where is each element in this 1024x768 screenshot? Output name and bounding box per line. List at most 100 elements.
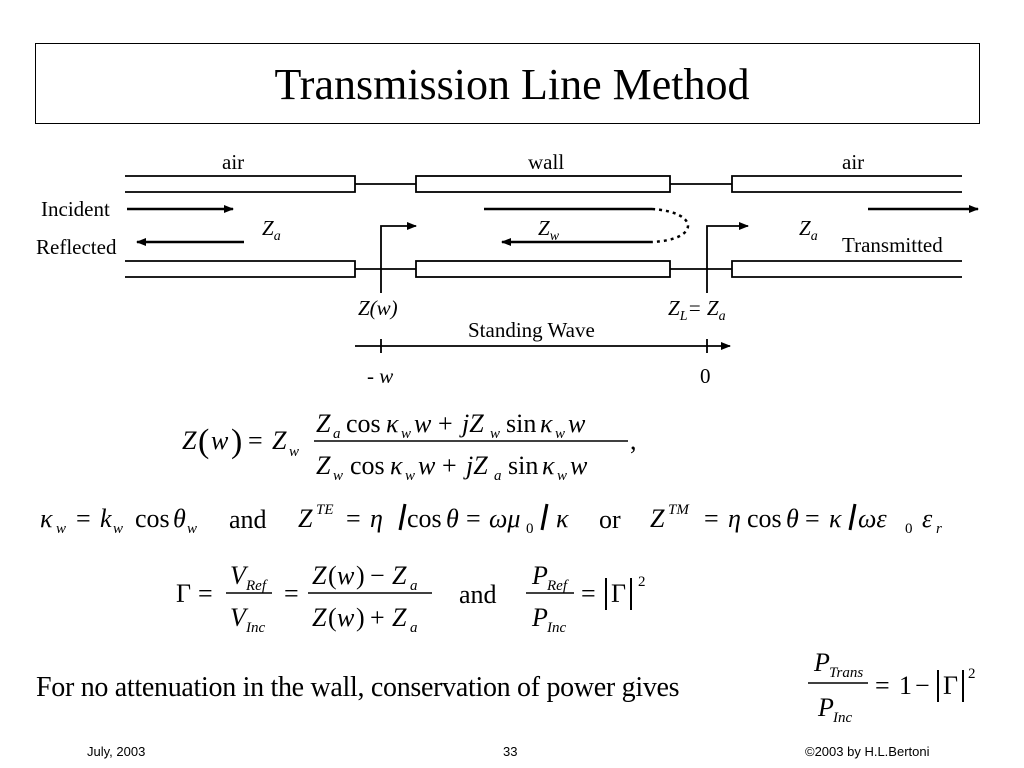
svg-text:θ: θ bbox=[446, 504, 459, 533]
svg-text:TM: TM bbox=[668, 502, 690, 518]
svg-text:Z: Z bbox=[312, 603, 327, 632]
svg-text:w: w bbox=[557, 468, 567, 484]
power-conservation-text: For no attenuation in the wall, conserva… bbox=[36, 672, 680, 703]
svg-text:ωε: ωε bbox=[858, 504, 887, 533]
wall-label: wall bbox=[528, 150, 565, 174]
footer-date: July, 2003 bbox=[87, 744, 146, 759]
svg-text:ε: ε bbox=[922, 504, 933, 533]
and-text-2: and bbox=[459, 580, 497, 609]
svg-text:Ref: Ref bbox=[546, 578, 569, 594]
svg-text:Γ: Γ bbox=[943, 671, 958, 700]
svg-text:−: − bbox=[915, 671, 930, 700]
svg-text:w: w bbox=[333, 468, 343, 484]
svg-text:k: k bbox=[100, 504, 112, 533]
svg-text:Z: Z bbox=[392, 561, 407, 590]
svg-text:cos: cos bbox=[747, 504, 782, 533]
svg-text:κ: κ bbox=[386, 409, 399, 438]
svg-text:=: = bbox=[704, 504, 719, 533]
svg-text:TE: TE bbox=[316, 502, 334, 518]
svg-text:a: a bbox=[494, 468, 502, 484]
svg-text:=: = bbox=[466, 504, 481, 533]
svg-text:): ) bbox=[356, 603, 365, 632]
svg-text:2: 2 bbox=[968, 666, 976, 682]
za-right-label: Za bbox=[799, 216, 818, 245]
svg-text:): ) bbox=[231, 423, 242, 460]
svg-text:=: = bbox=[346, 504, 361, 533]
svg-text:): ) bbox=[356, 561, 365, 590]
reflected-label: Reflected bbox=[36, 235, 117, 259]
svg-text:−: − bbox=[370, 561, 385, 590]
air-right-label: air bbox=[842, 150, 865, 174]
standing-wave-label: Standing Wave bbox=[468, 318, 595, 342]
wall-dotted-turn bbox=[651, 207, 690, 244]
svg-text:w: w bbox=[555, 426, 565, 442]
svg-text:κ: κ bbox=[829, 504, 842, 533]
svg-text:η: η bbox=[370, 504, 383, 533]
svg-text:=: = bbox=[581, 579, 596, 608]
footer-page-number: 33 bbox=[503, 744, 518, 759]
svg-text:cos: cos bbox=[350, 451, 385, 480]
bottom-line-right-air bbox=[731, 260, 962, 278]
footer-copyright: ©2003 by H.L.Bertoni bbox=[805, 744, 930, 759]
svg-text:V: V bbox=[230, 603, 249, 632]
svg-text:w: w bbox=[113, 521, 123, 537]
svg-text:w: w bbox=[570, 451, 588, 480]
svg-text:a: a bbox=[333, 426, 341, 442]
svg-text:(: ( bbox=[198, 423, 209, 460]
svg-text:Z: Z bbox=[392, 603, 407, 632]
svg-text:0: 0 bbox=[526, 521, 534, 537]
svg-text:cos: cos bbox=[346, 409, 381, 438]
svg-text:η: η bbox=[728, 504, 741, 533]
title-box bbox=[35, 43, 980, 124]
svg-text:Trans: Trans bbox=[829, 665, 863, 681]
svg-text:θ: θ bbox=[786, 504, 799, 533]
svg-text:w: w bbox=[568, 409, 586, 438]
z-of-w-ref-arrow bbox=[380, 222, 417, 293]
svg-text:cos: cos bbox=[407, 504, 442, 533]
svg-text:w: w bbox=[211, 426, 229, 455]
svg-text:w: w bbox=[401, 426, 411, 442]
and-text-1: and bbox=[229, 505, 267, 534]
svg-text:(: ( bbox=[328, 603, 337, 632]
svg-text:jZ: jZ bbox=[463, 451, 488, 480]
svg-text:Inc: Inc bbox=[546, 620, 566, 636]
svg-text:w: w bbox=[490, 426, 500, 442]
zl-ref-arrow bbox=[706, 222, 749, 293]
svg-text:+: + bbox=[370, 603, 385, 632]
top-line-right-air bbox=[731, 175, 962, 193]
svg-text:+: + bbox=[438, 409, 453, 438]
svg-text:κ: κ bbox=[540, 409, 553, 438]
svg-text:Inc: Inc bbox=[832, 710, 852, 726]
svg-text:w: w bbox=[187, 521, 197, 537]
svg-text:=: = bbox=[76, 504, 91, 533]
axis-label-zero: 0 bbox=[700, 364, 711, 388]
svg-text:2: 2 bbox=[638, 574, 646, 590]
svg-text:a: a bbox=[410, 578, 418, 594]
svg-text:=: = bbox=[805, 504, 820, 533]
svg-text:+: + bbox=[442, 451, 457, 480]
zl-equals-za-label: ZL= Za bbox=[668, 296, 726, 325]
or-text: or bbox=[599, 505, 621, 534]
slide-title: Transmission Line Method bbox=[274, 60, 750, 109]
zw-label: Zw bbox=[538, 216, 560, 245]
svg-text:Γ: Γ bbox=[611, 579, 626, 608]
svg-text:θ: θ bbox=[173, 504, 186, 533]
svg-text:P: P bbox=[531, 561, 548, 590]
svg-text:P: P bbox=[531, 603, 548, 632]
svg-text:Z: Z bbox=[650, 504, 665, 533]
svg-text:Z: Z bbox=[182, 426, 197, 455]
transmitted-label: Transmitted bbox=[842, 233, 943, 257]
svg-text:w: w bbox=[56, 521, 66, 537]
svg-text:Ref: Ref bbox=[245, 578, 268, 594]
svg-text:κ: κ bbox=[390, 451, 403, 480]
svg-text:κ: κ bbox=[542, 451, 555, 480]
za-left-label: Za bbox=[262, 216, 281, 245]
svg-text:Z: Z bbox=[312, 561, 327, 590]
svg-text:w: w bbox=[405, 468, 415, 484]
svg-text:=: = bbox=[875, 671, 890, 700]
